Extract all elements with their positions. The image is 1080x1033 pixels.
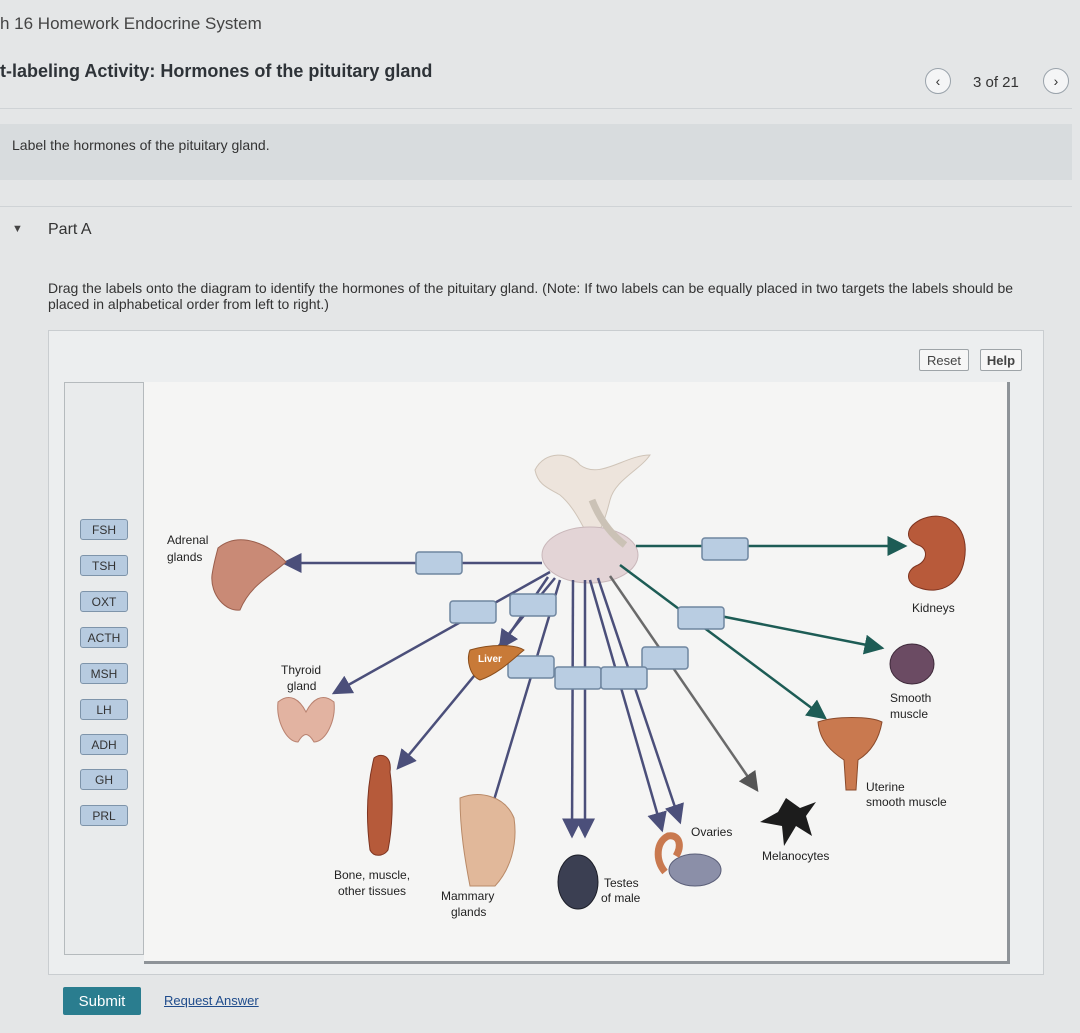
target-label-uterine-1: Uterine	[866, 780, 905, 794]
target-label-testes-1: Testes	[604, 876, 639, 890]
uterus-shape	[817, 717, 883, 791]
label-tsh[interactable]: TSH	[80, 555, 128, 576]
target-label-thyroid-2: gland	[287, 679, 316, 693]
chevron-right-icon: ›	[1053, 73, 1059, 89]
pituitary-stalk-shape	[588, 498, 628, 548]
target-label-mammary-2: glands	[451, 905, 486, 919]
target-label-thyroid-1: Thyroid	[281, 663, 321, 677]
arrow-mammary	[480, 579, 562, 833]
arrow-ovaries-1	[588, 579, 667, 833]
arrow-smooth-muscle	[699, 610, 885, 655]
activity-title: t-labeling Activity: Hormones of the pit…	[0, 61, 433, 81]
previous-button[interactable]: ‹	[925, 68, 951, 94]
drop-zone-melanocytes[interactable]	[641, 646, 689, 670]
bone-muscle-shape	[366, 754, 393, 856]
submit-button[interactable]: Submit	[63, 987, 141, 1015]
label-msh[interactable]: MSH	[80, 663, 128, 684]
drop-zone-thyroid[interactable]	[449, 600, 497, 624]
help-button[interactable]: Help	[980, 349, 1022, 371]
adrenal-gland-shape	[211, 539, 287, 611]
page-counter: 3 of 21	[973, 74, 1019, 91]
divider	[0, 108, 1072, 109]
target-label-ovaries: Ovaries	[691, 825, 732, 839]
target-label-adrenal-1: Adrenal	[167, 533, 208, 547]
instructions: Drag the labels onto the diagram to iden…	[48, 280, 1014, 312]
drop-zone-smooth-muscle[interactable]	[677, 606, 725, 630]
target-label-bone-1: Bone, muscle,	[334, 868, 410, 882]
arrow-uterine	[619, 563, 828, 720]
intro-text: Label the hormones of the pituitary glan…	[12, 137, 270, 153]
label-gh[interactable]: GH	[80, 769, 128, 790]
collapse-triangle-icon[interactable]: ▼	[12, 223, 23, 235]
part-title[interactable]: Part A	[48, 221, 92, 238]
drop-zone-adrenal[interactable]	[415, 551, 463, 575]
target-label-kidneys: Kidneys	[912, 601, 955, 615]
melanocyte-shape	[760, 798, 816, 846]
target-label-bone-2: other tissues	[338, 884, 406, 898]
arrow-melanocytes	[608, 575, 759, 793]
arrow-testes-1	[562, 579, 583, 839]
mammary-shape	[459, 794, 516, 887]
arrow-ovaries-2	[596, 577, 684, 825]
hypothalamus-shape	[534, 454, 651, 541]
drop-zone-kidneys[interactable]	[701, 537, 749, 561]
target-label-adrenal-2: glands	[167, 550, 202, 564]
thyroid-shape	[277, 697, 335, 743]
kidney-shape	[908, 515, 966, 591]
ovary-shape	[668, 853, 722, 887]
target-label-uterine-2: smooth muscle	[866, 795, 947, 809]
request-answer-link[interactable]: Request Answer	[164, 993, 259, 1008]
label-lh[interactable]: LH	[80, 699, 128, 720]
divider	[0, 206, 1072, 207]
testes-shape	[557, 854, 599, 910]
label-oxt[interactable]: OXT	[80, 591, 128, 612]
target-label-testes-2: of male	[601, 891, 641, 905]
chevron-left-icon: ‹	[935, 73, 941, 89]
target-label-melanocytes: Melanocytes	[762, 849, 829, 863]
target-label-mammary-1: Mammary	[441, 889, 494, 903]
pituitary-gland-shape	[541, 526, 639, 584]
label-acth[interactable]: ACTH	[80, 627, 128, 648]
target-label-smooth-2: muscle	[890, 707, 928, 721]
fallopian-tube-shape	[654, 832, 683, 875]
next-button[interactable]: ›	[1043, 68, 1069, 94]
drop-zone-testes[interactable]	[600, 666, 648, 690]
intro-box	[0, 124, 1072, 180]
reset-button[interactable]: Reset	[919, 349, 969, 371]
label-adh[interactable]: ADH	[80, 734, 128, 755]
liver-shape	[467, 645, 525, 681]
target-label-liver: Liver	[478, 654, 502, 665]
course-title: h 16 Homework Endocrine System	[0, 14, 262, 33]
target-label-smooth-1: Smooth	[890, 691, 931, 705]
drop-zone-bone[interactable]	[507, 655, 555, 679]
drop-zone-mammary[interactable]	[554, 666, 602, 690]
drop-zone-liver[interactable]	[509, 593, 557, 617]
smooth-muscle-shape	[889, 643, 935, 685]
label-prl[interactable]: PRL	[80, 805, 128, 826]
label-fsh[interactable]: FSH	[80, 519, 128, 540]
arrow-thyroid	[331, 570, 551, 695]
